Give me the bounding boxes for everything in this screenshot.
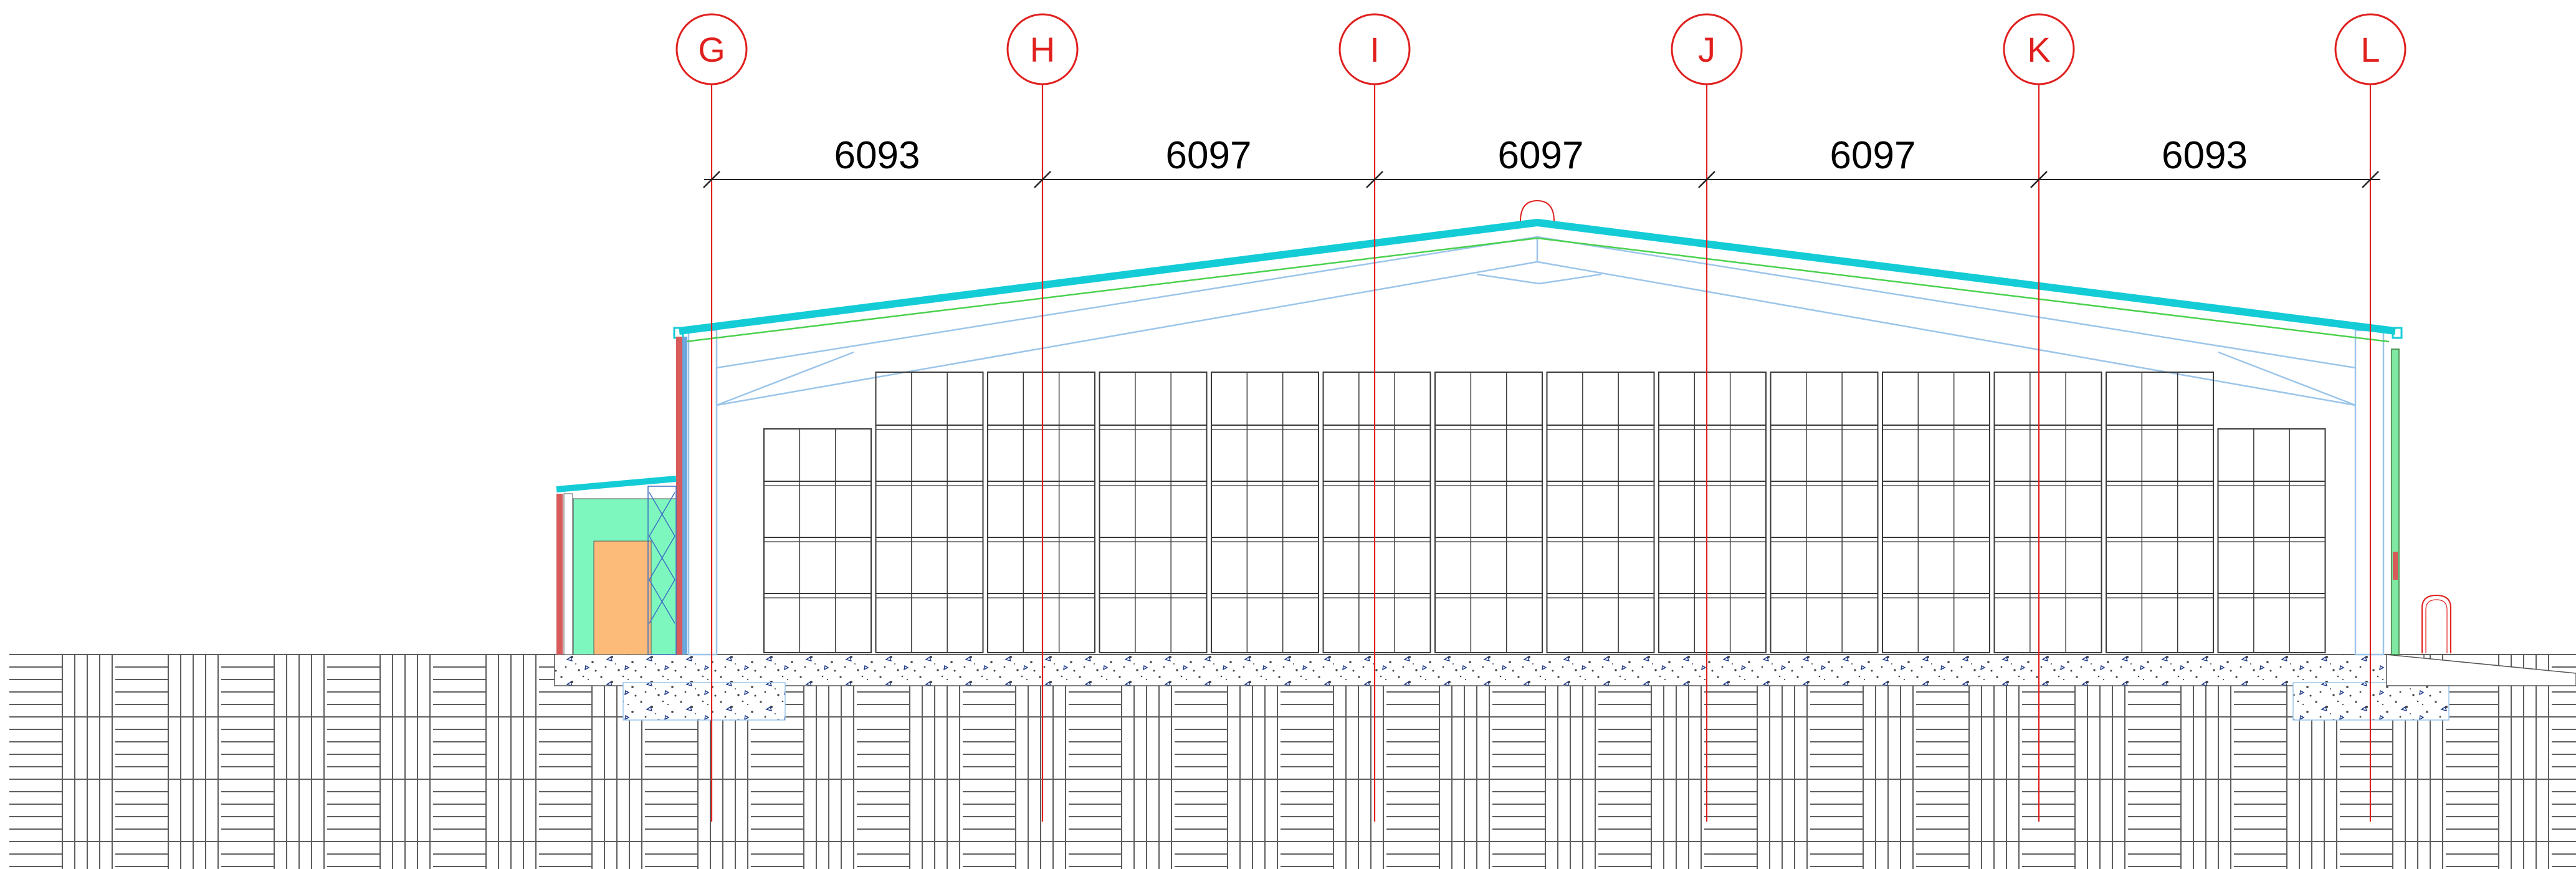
grid-label-k: K: [2027, 30, 2050, 69]
ground-hatch: [9, 655, 2576, 869]
grid-label-g: G: [698, 30, 725, 69]
left-annex: [556, 476, 677, 655]
grid-bubble-h: [1006, 13, 1079, 85]
right-wall-green: [2391, 348, 2400, 655]
grid-bubble-k: [2003, 13, 2075, 85]
rack-bay: [1658, 372, 1767, 653]
rack-bay: [1322, 372, 1431, 653]
left-wall-blue: [682, 337, 687, 655]
main-roof: [679, 219, 2396, 335]
rack-bay: [1770, 372, 1879, 653]
right-wall-red-accent: [2393, 552, 2398, 580]
dimension-tick: [1366, 171, 1383, 188]
rack-bay: [1211, 372, 1319, 653]
grid-bubble-l: [2334, 13, 2407, 85]
dimension-value: 6097: [1830, 134, 1916, 177]
grid-label-i: I: [1370, 30, 1380, 69]
dimension-tick: [1034, 171, 1051, 188]
foundation-left: [623, 682, 786, 721]
grid-lines: G H I J K L: [675, 13, 2407, 822]
steel-frame: [687, 236, 2385, 656]
rack-bay: [1099, 372, 1208, 653]
insulation-line: [685, 237, 2390, 343]
dimension-value: 6097: [1166, 134, 1252, 177]
rack-bay: [1546, 372, 1655, 653]
dimension-value: 6093: [834, 134, 920, 177]
left-wall-red: [676, 337, 682, 655]
dimension-tick: [1698, 171, 1715, 188]
grid-label-h: H: [1030, 30, 1055, 69]
rack-bay: [987, 372, 1095, 653]
dimension-tick: [2362, 171, 2379, 188]
dimension-chain: 6093 6097 6097 6097 6093: [703, 134, 2380, 188]
right-door-inner: [2425, 599, 2448, 653]
rack-bay: [2217, 428, 2326, 653]
rack-bay: [1993, 372, 2102, 653]
right-door-outline: [2421, 594, 2451, 653]
grid-bubble-i: [1338, 13, 1411, 85]
grid-bubble-j: [1671, 13, 1743, 85]
dimension-value: 6093: [2162, 134, 2248, 177]
grid-label-j: J: [1698, 30, 1715, 69]
rack-bay: [875, 372, 984, 653]
floor-slab: [554, 654, 2425, 686]
roof-ridge-vent: [1520, 199, 1555, 222]
rack-bay: [1882, 372, 1990, 653]
rack-bay: [763, 428, 872, 653]
dimension-value: 6097: [1498, 134, 1584, 177]
grid-label-l: L: [2360, 30, 2380, 69]
grid-bubble-g: [675, 13, 748, 85]
ramp-right: [2386, 654, 2576, 686]
dimension-tick: [703, 171, 720, 188]
storage-racks: [763, 372, 2326, 653]
rack-bay: [1434, 372, 1543, 653]
dimension-tick: [2030, 171, 2048, 188]
rack-bay: [2106, 372, 2214, 653]
gutter-right: [2392, 327, 2403, 339]
